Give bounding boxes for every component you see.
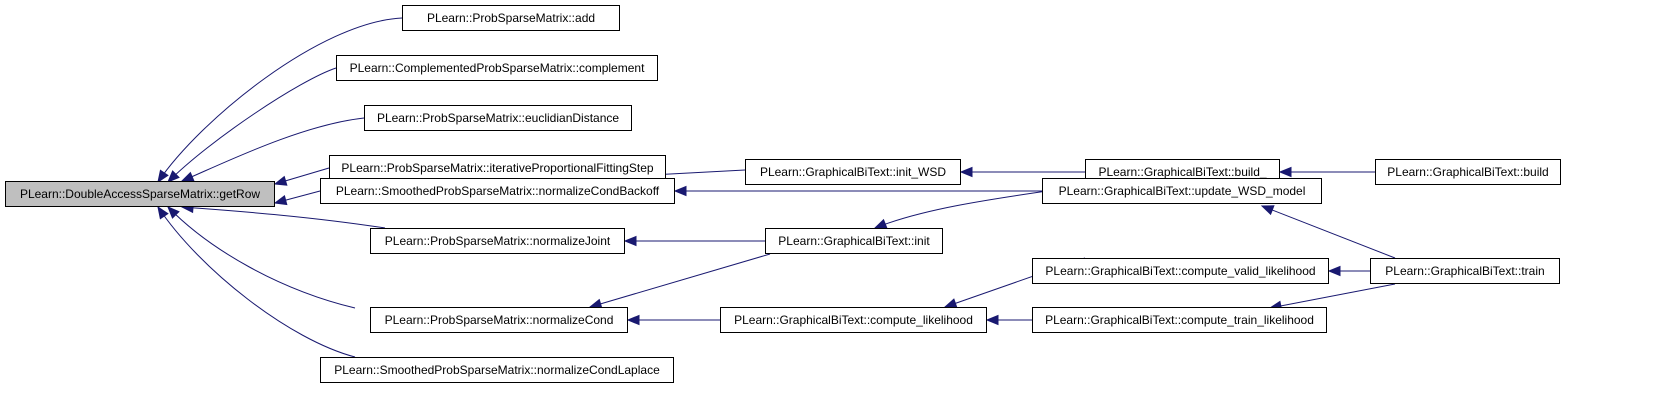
edge-njoint-to-getRow bbox=[180, 202, 386, 229]
node-compute-train-likelihood[interactable]: PLearn::GraphicalBiText::compute_train_l… bbox=[1032, 307, 1327, 333]
edge-euclid-to-getRow bbox=[180, 117, 365, 182]
edge-ncond-to-getRow bbox=[167, 206, 356, 309]
edge-ncl-to-getRow bbox=[157, 205, 356, 358]
edge-add-to-getRow bbox=[157, 17, 403, 184]
edge-complement-to-getRow bbox=[167, 67, 337, 183]
node-normalize-cond[interactable]: PLearn::ProbSparseMatrix::normalizeCond bbox=[370, 307, 628, 333]
edge-init-to-njoint bbox=[623, 235, 765, 247]
node-normalize-joint[interactable]: PLearn::ProbSparseMatrix::normalizeJoint bbox=[370, 228, 625, 254]
node-add[interactable]: PLearn::ProbSparseMatrix::add bbox=[402, 5, 620, 31]
node-init[interactable]: PLearn::GraphicalBiText::init bbox=[765, 228, 943, 254]
edge-init-to-ncond bbox=[588, 253, 771, 309]
node-complement[interactable]: PLearn::ComplementedProbSparseMatrix::co… bbox=[336, 55, 658, 81]
edge-build-to-build_ bbox=[1278, 166, 1375, 178]
node-normalize-cond-backoff[interactable]: PLearn::SmoothedProbSparseMatrix::normal… bbox=[320, 178, 675, 204]
node-getrow: PLearn::DoubleAccessSparseMatrix::getRow bbox=[5, 181, 275, 207]
edge-train-to-cvl bbox=[1327, 265, 1370, 277]
edge-uwsd-to-ncb bbox=[673, 185, 1042, 197]
node-euclidian-distance[interactable]: PLearn::ProbSparseMatrix::euclidianDista… bbox=[364, 105, 632, 131]
edge-clik-to-ncond bbox=[626, 314, 720, 326]
edge-ncb-to-getRow bbox=[273, 190, 321, 206]
node-build[interactable]: PLearn::GraphicalBiText::build bbox=[1375, 159, 1561, 185]
node-update-wsd-model[interactable]: PLearn::GraphicalBiText::update_WSD_mode… bbox=[1042, 178, 1322, 204]
edge-ctl-to-clik bbox=[985, 314, 1032, 326]
node-normalize-cond-laplace[interactable]: PLearn::SmoothedProbSparseMatrix::normal… bbox=[320, 357, 674, 383]
node-compute-valid-likelihood[interactable]: PLearn::GraphicalBiText::compute_valid_l… bbox=[1032, 258, 1329, 284]
node-compute-likelihood[interactable]: PLearn::GraphicalBiText::compute_likelih… bbox=[720, 307, 987, 333]
node-init-wsd[interactable]: PLearn::GraphicalBiText::init_WSD bbox=[745, 159, 961, 185]
edge-train-to-uwsd bbox=[1260, 205, 1396, 259]
node-train[interactable]: PLearn::GraphicalBiText::train bbox=[1370, 258, 1560, 284]
edge-ipf-to-getRow bbox=[273, 167, 330, 186]
edge-build_-to-initwsd bbox=[959, 166, 1085, 178]
node-iterative-proportional-fitting-step[interactable]: PLearn::ProbSparseMatrix::iterativePropo… bbox=[329, 155, 666, 181]
